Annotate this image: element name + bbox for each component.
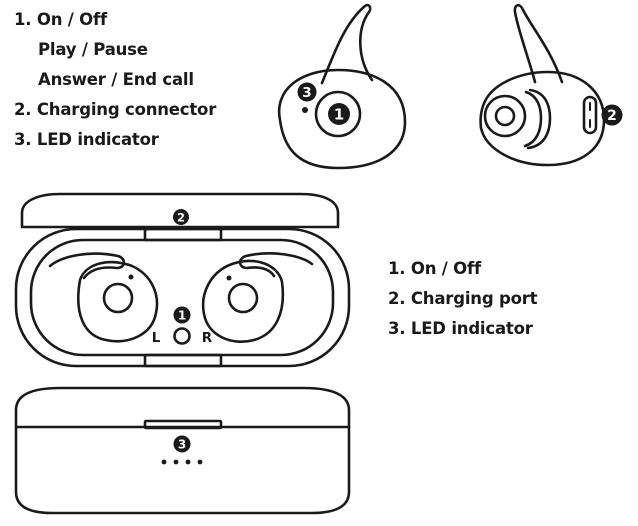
svg-text:1: 1 [178, 309, 186, 323]
case-legend-led-indicator: 3. LED indicator [388, 319, 533, 338]
earbud-side-nozzle-inner [494, 105, 516, 127]
case-front-port [143, 419, 223, 430]
legend-on-off: 1. On / Off [14, 10, 107, 29]
callout-earbud-side-connector: 2 [601, 104, 623, 126]
case-right-earbud-led [226, 275, 232, 281]
case-right-earbud-button [227, 282, 259, 314]
case-closed-view [14, 386, 351, 515]
case-left-earbud-wing [48, 252, 126, 280]
callout-earbud-front-led: 3 [297, 82, 317, 102]
case-label-left: L [152, 330, 161, 346]
case-left-earbud-led [128, 274, 134, 280]
case-tray-outer [14, 227, 351, 368]
earbud-side-body [479, 70, 606, 167]
case-open-view [14, 192, 351, 368]
svg-text:1: 1 [334, 106, 344, 124]
case-top-port [143, 227, 223, 242]
case-right-earbud-body [201, 259, 285, 343]
callout-case-front-led: 3 [173, 435, 191, 453]
callout-case-inside-button: 1 [173, 306, 191, 324]
svg-text:3: 3 [302, 85, 311, 101]
legend-play-pause: Play / Pause [38, 40, 148, 59]
callout-earbud-front-button: 1 [328, 103, 350, 125]
callout-case-top-port: 2 [173, 209, 189, 225]
case-tray-inner [29, 238, 335, 357]
legend-led-indicator: 3. LED indicator [14, 130, 159, 149]
legend-answer-end-call: Answer / End call [38, 70, 194, 89]
svg-text:2: 2 [607, 108, 617, 124]
earbud-side-tip-mid [523, 90, 543, 148]
case-front-body [14, 386, 351, 515]
earbud-side-view [479, 3, 606, 167]
case-legend-charging-port: 2. Charging port [388, 289, 538, 308]
earbud-front-wing [320, 3, 374, 85]
case-lid [20, 192, 340, 229]
earbud-front-view [277, 3, 407, 170]
earbud-front-button-ring [314, 90, 362, 138]
earbud-front-led-dot [302, 107, 308, 113]
case-left-earbud-button [102, 282, 134, 314]
case-center-button [173, 327, 191, 345]
svg-text:3: 3 [178, 438, 186, 452]
case-led-dots [161, 459, 203, 465]
earbud-side-tip-outer [526, 88, 552, 150]
earbud-side-connector [582, 95, 598, 135]
earbud-front-body [277, 68, 407, 170]
case-label-right: R [202, 330, 213, 346]
earbud-side-nozzle-outer [483, 94, 527, 138]
case-left-earbud-body [76, 260, 159, 343]
earbud-side-wing [513, 3, 564, 84]
case-legend-on-off: 1. On / Off [388, 259, 481, 278]
svg-text:2: 2 [177, 211, 185, 225]
legend-charging-connector: 2. Charging connector [14, 100, 217, 119]
case-hinge [143, 353, 223, 368]
